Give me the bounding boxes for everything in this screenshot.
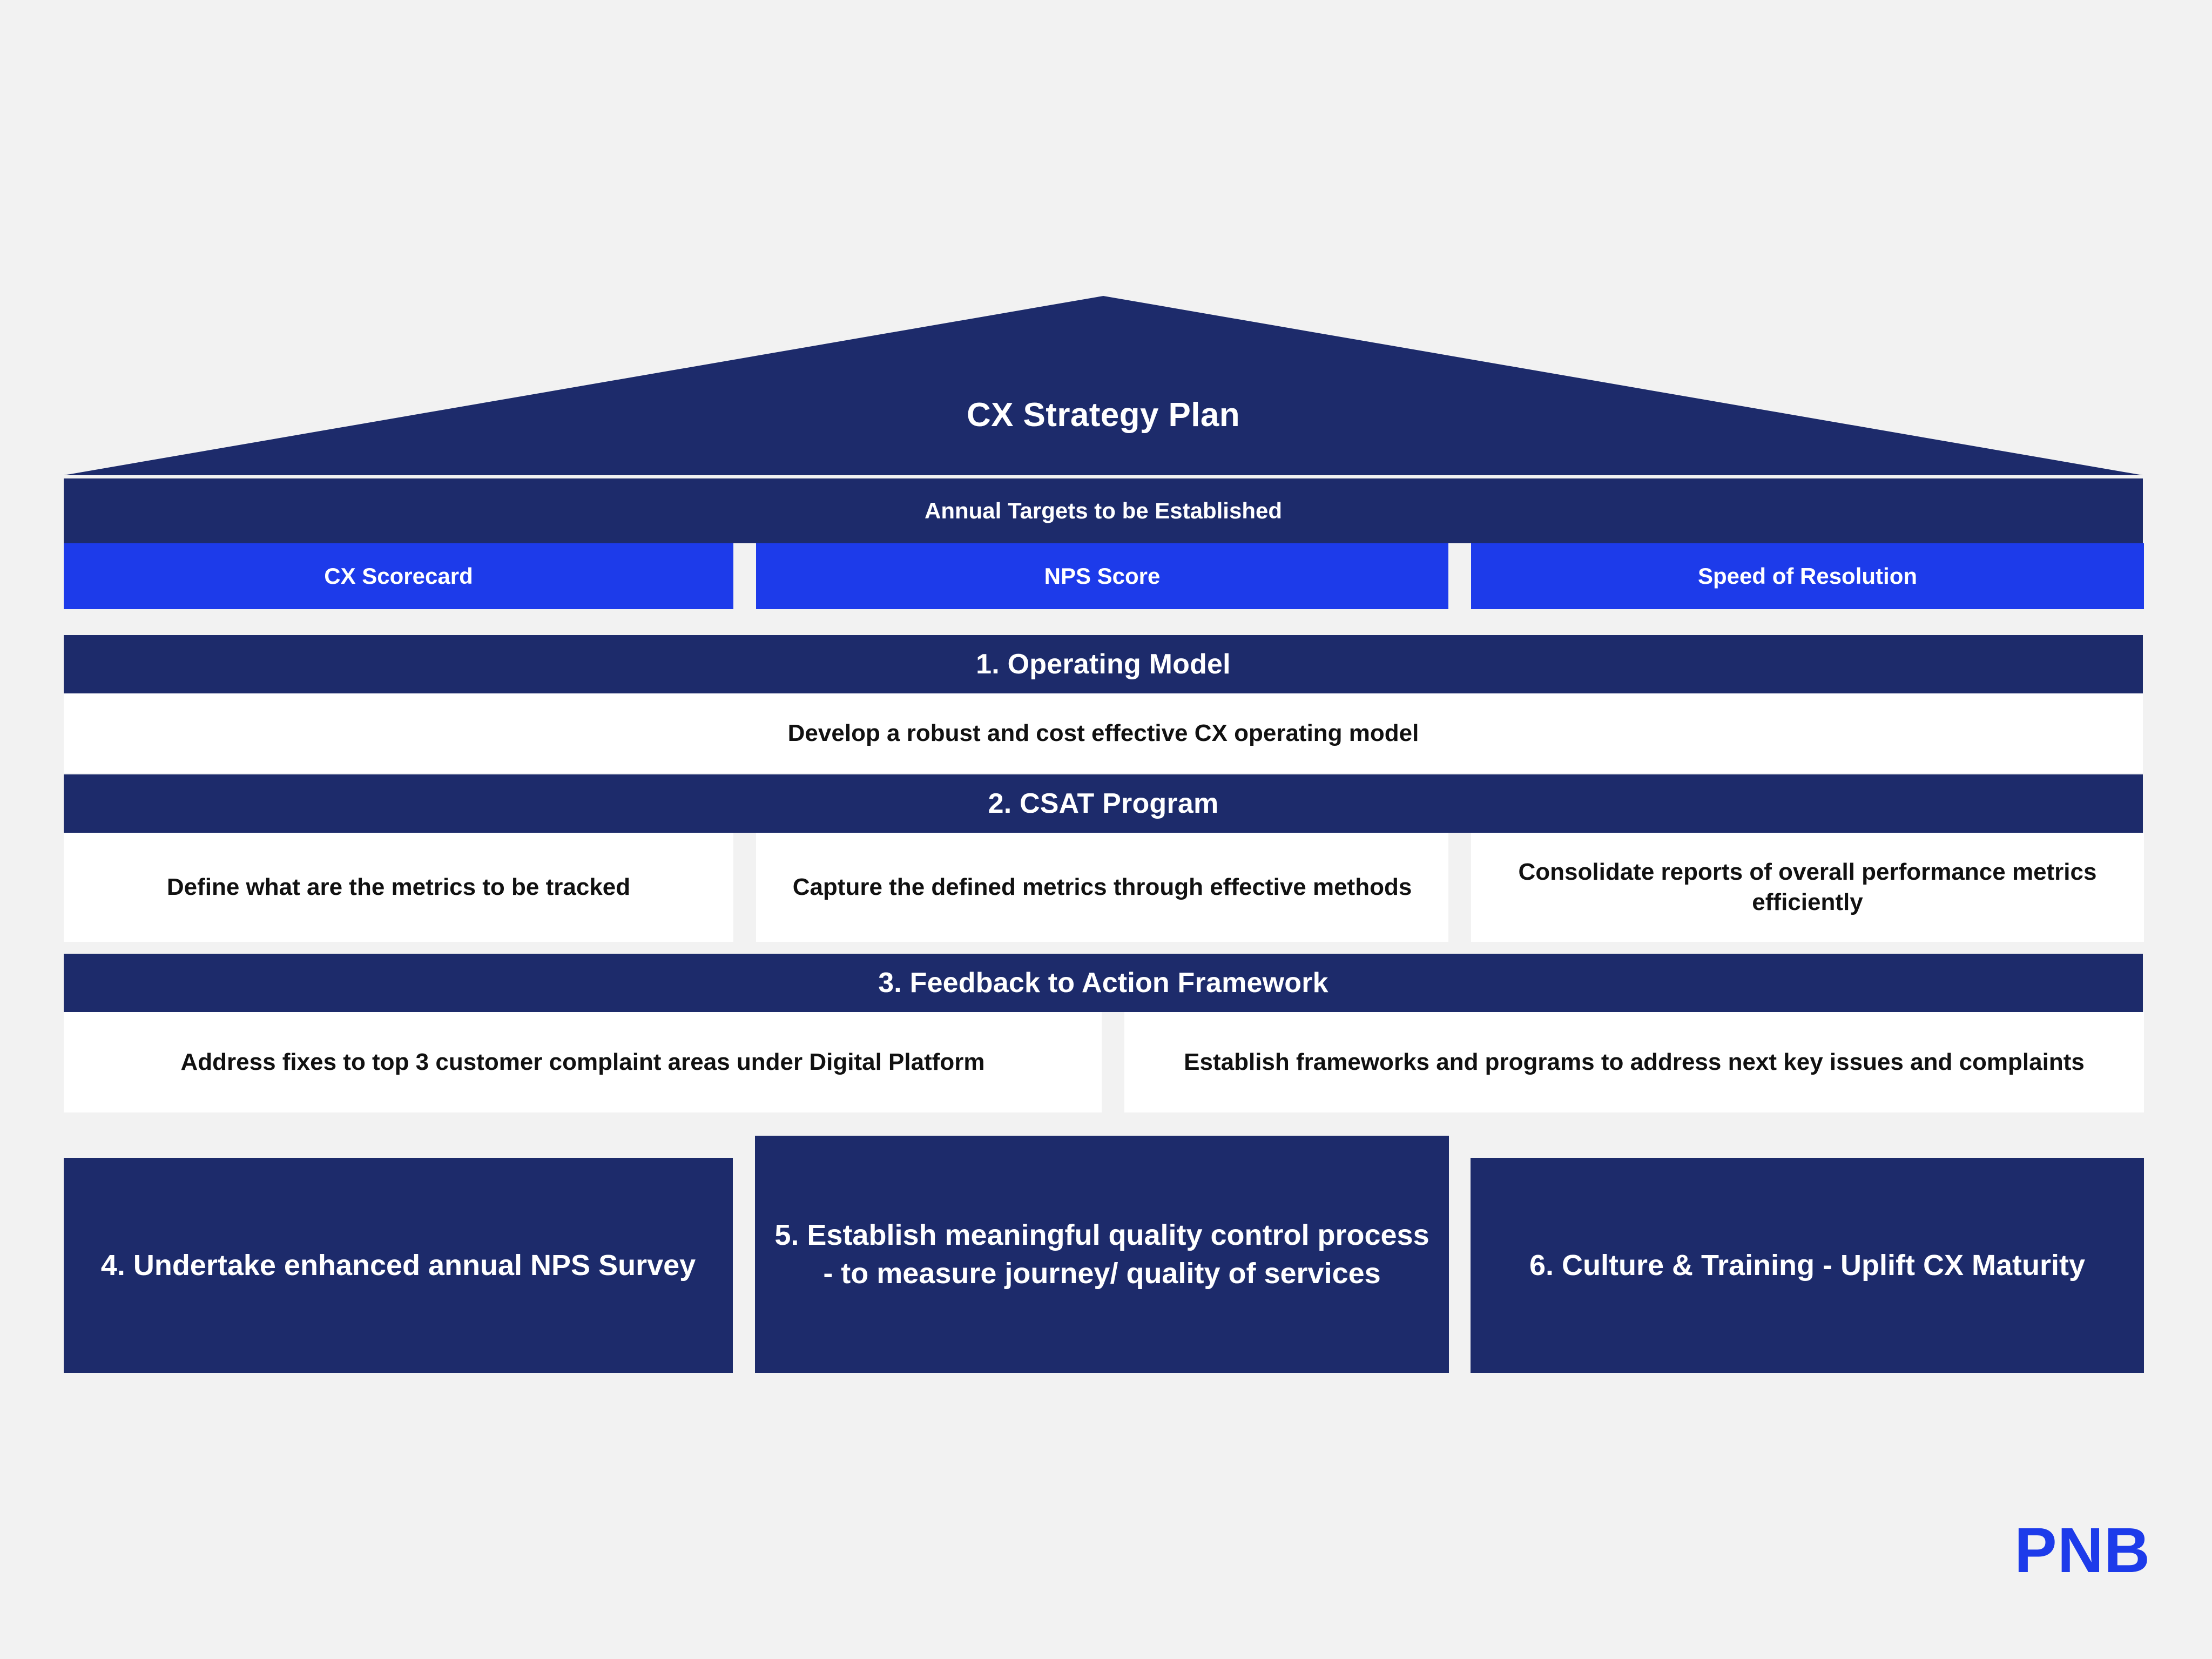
- section-item-text: Develop a robust and cost effective CX o…: [787, 719, 1419, 746]
- section-heading-operating-model: 1. Operating Model: [64, 635, 2143, 693]
- section-heading-label: 3. Feedback to Action Framework: [878, 967, 1328, 999]
- pillar-quality-control-process[interactable]: 5. Establish meaningful quality control …: [755, 1136, 1449, 1373]
- pillar-label: 6. Culture & Training - Uplift CX Maturi…: [1529, 1249, 2086, 1282]
- section-item-csat-1: Define what are the metrics to be tracke…: [64, 833, 733, 942]
- pillar-label: 4. Undertake enhanced annual NPS Survey: [100, 1249, 696, 1282]
- section-item-feedback-1: Address fixes to top 3 customer complain…: [64, 1012, 1102, 1112]
- pillar-nps-survey[interactable]: 4. Undertake enhanced annual NPS Survey: [64, 1158, 733, 1373]
- section-heading-label: 2. CSAT Program: [988, 788, 1219, 819]
- section-item-operating-model-1: Develop a robust and cost effective CX o…: [64, 693, 2143, 773]
- section-item-text: Define what are the metrics to be tracke…: [166, 873, 631, 900]
- pillar-label: 5. Establish meaningful quality control …: [774, 1219, 1429, 1290]
- roof-triangle-shape: [64, 296, 2143, 475]
- target-chip-label: NPS Score: [1044, 563, 1161, 589]
- diagram-title: CX Strategy Plan: [966, 396, 1240, 434]
- target-chip-nps-score[interactable]: NPS Score: [756, 543, 1448, 609]
- target-chip-label: CX Scorecard: [324, 563, 473, 589]
- annual-targets-banner: Annual Targets to be Established: [64, 478, 2143, 543]
- section-item-csat-2: Capture the defined metrics through effe…: [756, 833, 1448, 942]
- section-item-text: Capture the defined metrics through effe…: [792, 873, 1412, 900]
- target-chip-label: Speed of Resolution: [1697, 563, 1917, 589]
- section-item-text: Address fixes to top 3 customer complain…: [180, 1048, 985, 1075]
- target-chip-cx-scorecard[interactable]: CX Scorecard: [64, 543, 733, 609]
- section-heading-label: 1. Operating Model: [976, 649, 1231, 680]
- section-item-csat-3: Consolidate reports of overall performan…: [1471, 833, 2144, 942]
- pillar-culture-and-training[interactable]: 6. Culture & Training - Uplift CX Maturi…: [1471, 1158, 2144, 1373]
- section-item-feedback-2: Establish frameworks and programs to add…: [1124, 1012, 2144, 1112]
- house-roof: CX Strategy Plan: [64, 296, 2143, 475]
- pnb-logo: PNB: [2014, 1515, 2151, 1586]
- section-item-text: Establish frameworks and programs to add…: [1184, 1048, 2085, 1075]
- section-heading-csat-program: 2. CSAT Program: [64, 774, 2143, 833]
- section-item-text: Consolidate reports of overall performan…: [1518, 858, 2097, 915]
- target-chip-speed-of-resolution[interactable]: Speed of Resolution: [1471, 543, 2144, 609]
- annual-targets-label: Annual Targets to be Established: [925, 498, 1282, 523]
- section-heading-feedback-to-action-framework: 3. Feedback to Action Framework: [64, 954, 2143, 1012]
